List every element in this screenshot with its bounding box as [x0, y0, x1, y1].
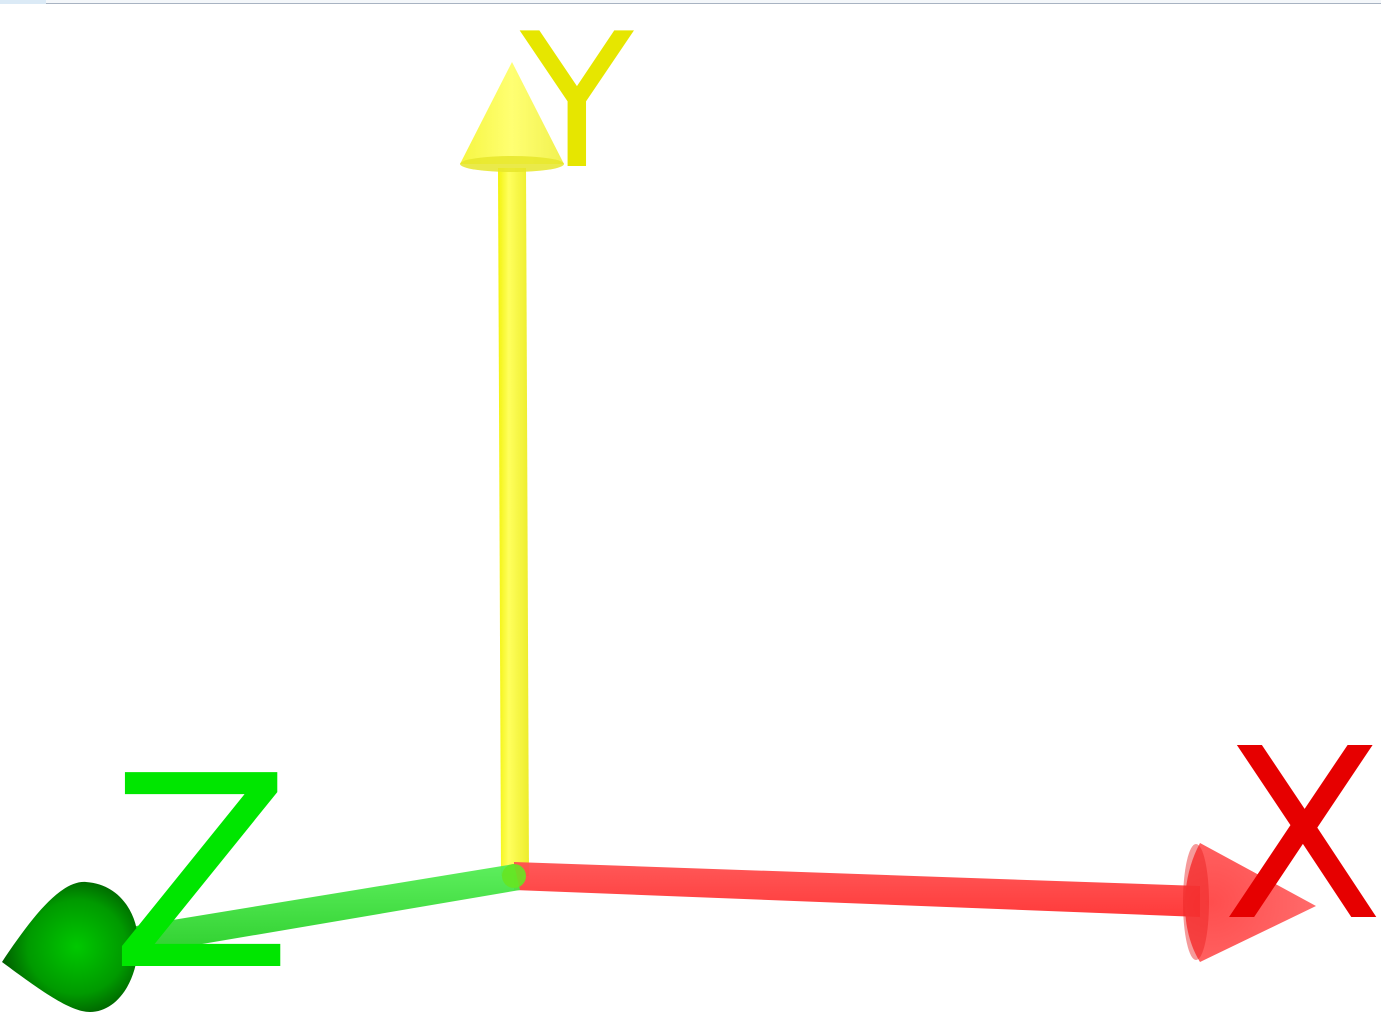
z-axis-label: Z	[110, 719, 292, 1017]
y-axis[interactable]	[460, 62, 564, 876]
z-axis-cone	[2, 881, 139, 1012]
origin-point	[502, 864, 526, 888]
x-axis-cone-base	[1183, 844, 1209, 960]
z-axis[interactable]	[2, 864, 520, 1012]
x-axis-label: X	[1222, 698, 1381, 973]
viewport-top-border	[0, 0, 1381, 4]
viewport-tab-indicator	[0, 0, 46, 4]
y-axis-cone-base	[460, 156, 564, 172]
x-axis-cone	[1185, 843, 1316, 962]
y-axis-label: Y	[519, 0, 634, 210]
x-axis[interactable]	[514, 843, 1316, 962]
y-axis-shaft	[498, 168, 529, 876]
y-axis-cone	[460, 62, 564, 164]
z-axis-shaft	[112, 864, 520, 958]
x-axis-shaft	[514, 862, 1200, 917]
